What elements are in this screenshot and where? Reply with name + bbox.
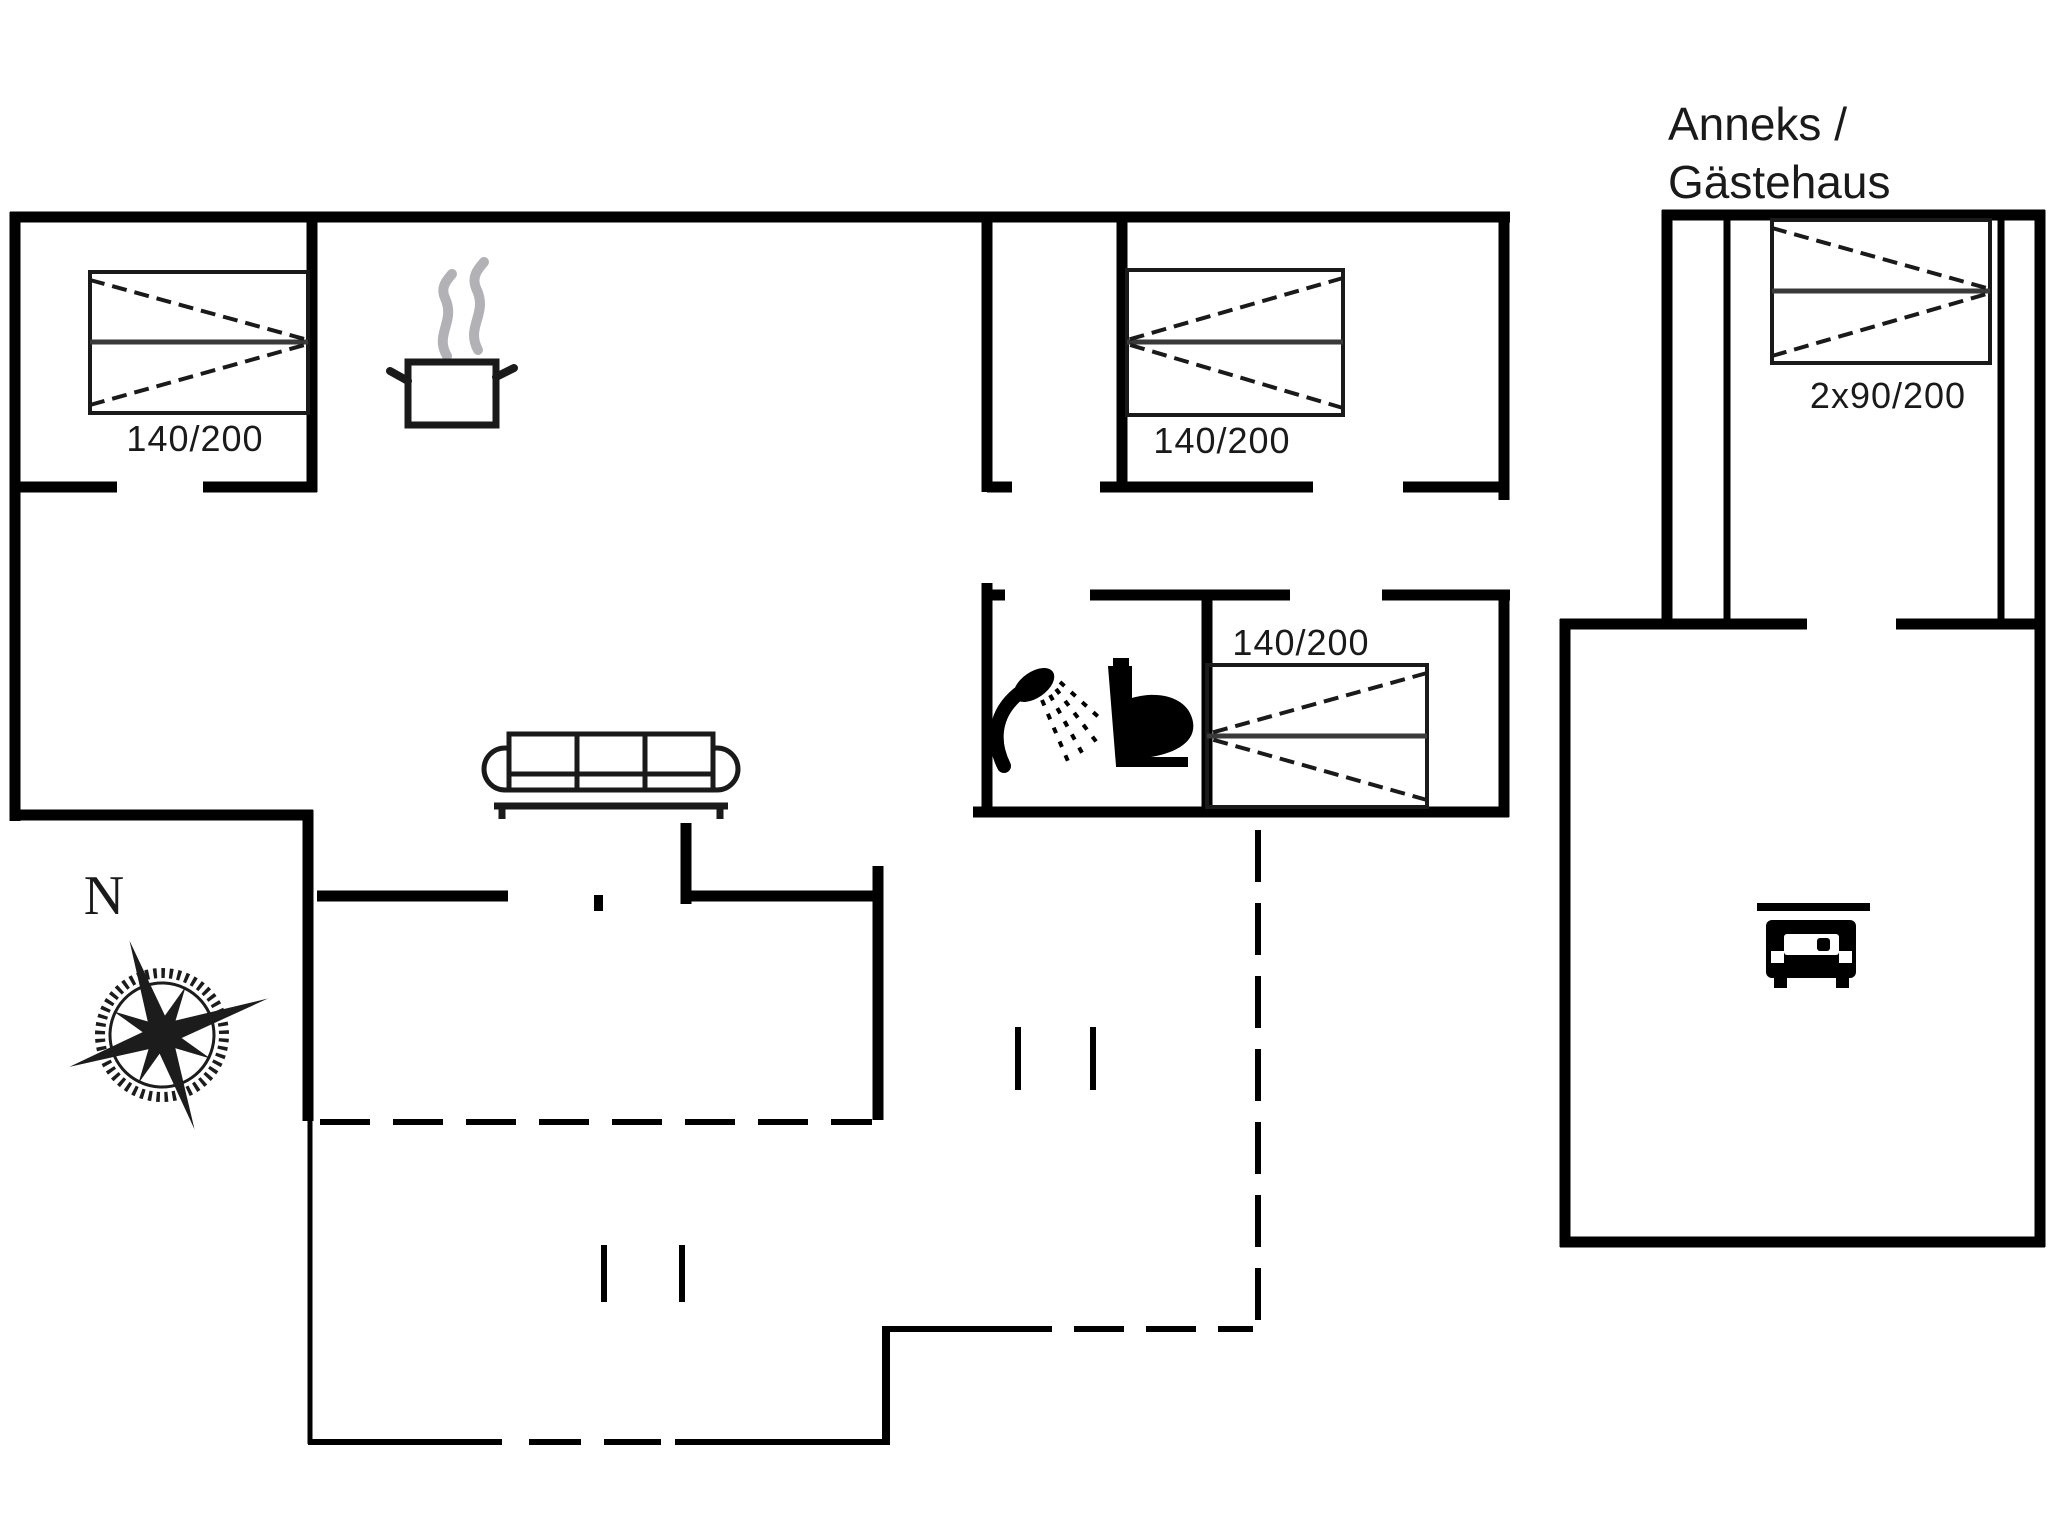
annex-garage-walls: [1559, 209, 2046, 1248]
annex-title-line1: Anneks /: [1668, 98, 1847, 150]
compass-north-label: N: [84, 865, 124, 927]
toilet-body: [1108, 666, 1194, 766]
annex-title-line2: Gästehaus: [1668, 156, 1890, 208]
compass-rose-icon: [69, 940, 268, 1130]
cooking-pot-icon: [386, 257, 518, 429]
shower-handle: [989, 687, 1025, 773]
pot-handle-left: [386, 367, 412, 385]
car-headlight-left: [1771, 951, 1784, 963]
entrance-door-center-tick: [594, 895, 603, 911]
sofa-seat: [506, 771, 716, 793]
terrace-outline: [307, 830, 1261, 1445]
carport-icon: [1757, 903, 1870, 988]
compass-star: [69, 940, 268, 1130]
shower-head: [1013, 668, 1055, 702]
steam-wisp-1: [437, 269, 457, 361]
car-windshield: [1784, 934, 1839, 955]
bedroom3-bed-size-label: 140/200: [1232, 622, 1369, 663]
bedroom1-bed-size-label: 140/200: [126, 418, 263, 459]
bed-icon-bedroom3: [1205, 663, 1429, 809]
shower-icon: [989, 668, 1106, 773]
bed-icon-annex: [1770, 218, 1992, 365]
car-mirror: [1817, 938, 1830, 951]
sofa-backrest: [506, 731, 716, 777]
annex-bed-size-label: 2x90/200: [1810, 375, 1966, 416]
car-headlight-right: [1839, 951, 1852, 963]
main-house-walls: [9, 211, 1510, 1121]
steam-wisp-2: [469, 257, 489, 355]
toilet-icon: [1108, 658, 1194, 767]
sofa-icon: [481, 731, 741, 819]
bedroom2-bed-size-label: 140/200: [1153, 420, 1290, 461]
toilet-base: [1116, 757, 1188, 767]
bed-icon-bedroom2: [1125, 268, 1345, 417]
car-icon: [1766, 920, 1856, 988]
bed-icon-bedroom1: [88, 270, 310, 415]
pot-handle-right: [492, 364, 518, 381]
shower-spray: [1040, 680, 1106, 767]
toilet-lid: [1113, 658, 1129, 668]
